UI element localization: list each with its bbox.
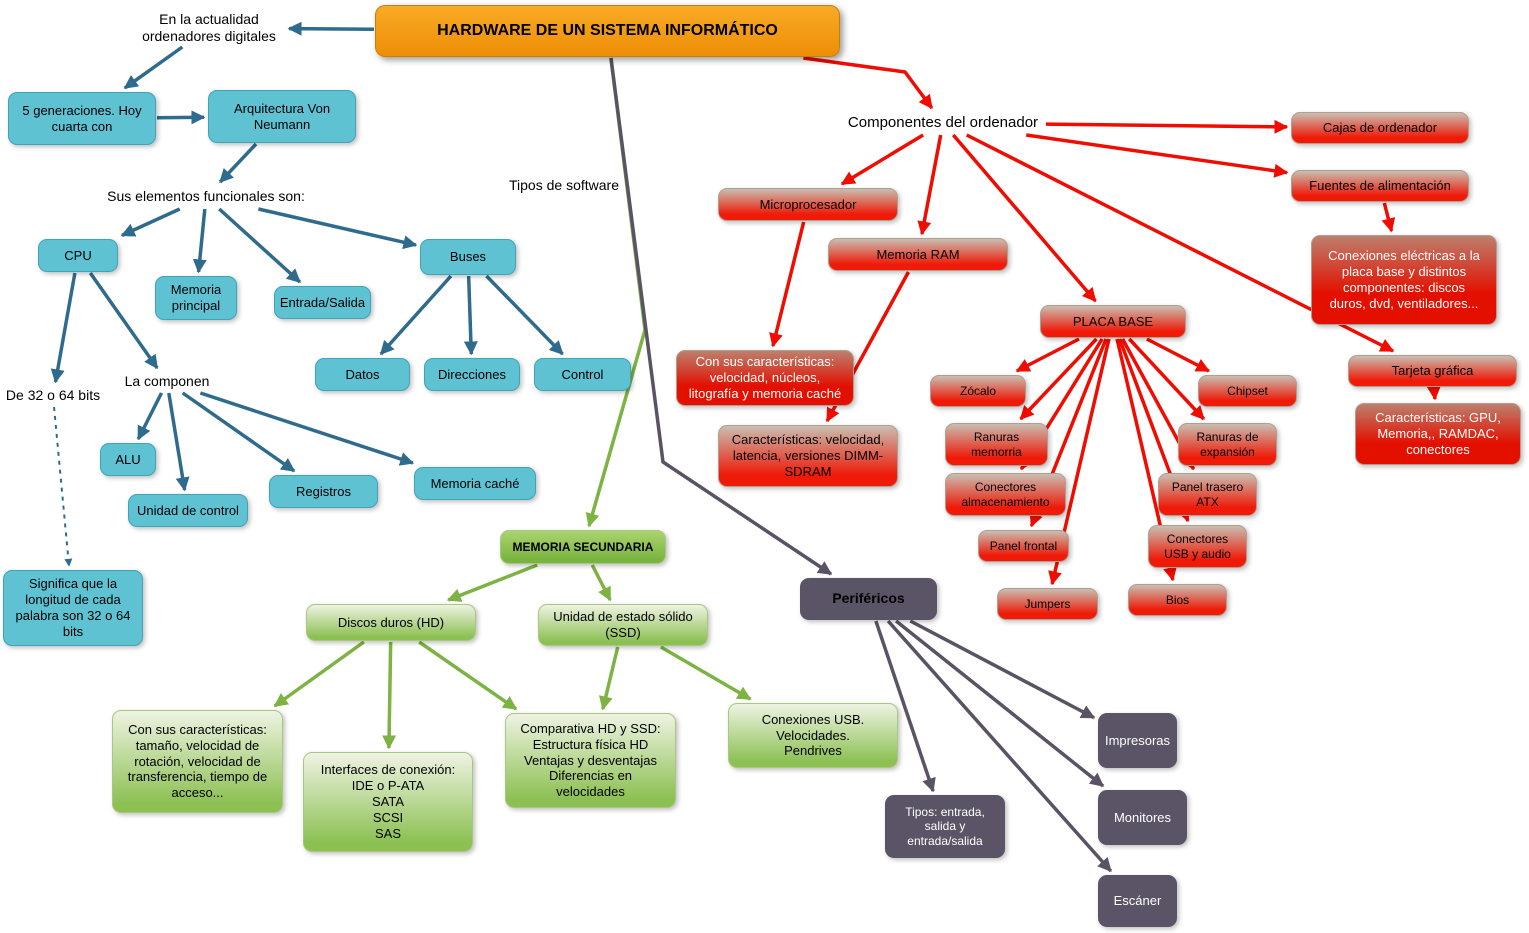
node-panel-trasero-atx[interactable]: Panel trasero ATX	[1158, 473, 1257, 516]
node-cajas-ordenador[interactable]: Cajas de ordenador	[1291, 112, 1469, 144]
node-direcciones[interactable]: Direcciones	[424, 358, 520, 391]
node-discos-duros[interactable]: Discos duros (HD)	[306, 604, 476, 641]
node-ranuras-memoria[interactable]: Ranuras memorria	[945, 423, 1048, 466]
node-ssd[interactable]: Unidad de estado sólido (SSD)	[538, 604, 708, 646]
node-registros[interactable]: Registros	[269, 475, 378, 508]
node-tarjeta-grafica[interactable]: Tarjeta gráfica	[1348, 355, 1517, 387]
node-chipset[interactable]: Chipset	[1198, 375, 1297, 407]
node-control[interactable]: Control	[534, 358, 631, 391]
node-bios[interactable]: Bios	[1128, 584, 1227, 616]
node-comparativa-hd-ssd[interactable]: Comparativa HD y SSD: Estructura física …	[505, 713, 676, 808]
node-memoria-cache[interactable]: Memoria caché	[414, 467, 536, 500]
node-escaner[interactable]: Escáner	[1098, 875, 1177, 927]
node-conexiones-electricas[interactable]: Conexiones eléctricas a la placa base y …	[1311, 235, 1497, 325]
node-memoria-secundaria[interactable]: MEMORIA SECUNDARIA	[500, 530, 666, 564]
node-entrada-salida[interactable]: Entrada/Salida	[274, 286, 371, 319]
node-memoria-ram[interactable]: Memoria RAM	[828, 238, 1008, 271]
node-conectores-usb-audio[interactable]: Conectores USB y audio	[1148, 525, 1247, 568]
node-alu[interactable]: ALU	[100, 443, 156, 476]
node-interfaces-conexion[interactable]: Interfaces de conexión: IDE o P-ATA SATA…	[303, 752, 473, 852]
node-datos[interactable]: Datos	[315, 358, 410, 391]
node-caracteristicas-ram[interactable]: Características: velocidad, latencia, ve…	[718, 425, 898, 487]
label-actualidad: En la actualidad ordenadores digitales	[142, 10, 276, 45]
node-perifericos[interactable]: Periféricos	[800, 578, 937, 620]
node-significado-32-64[interactable]: Significa que la longitud de cada palabr…	[3, 570, 143, 646]
node-impresoras[interactable]: Impresoras	[1098, 713, 1177, 768]
node-zocalo[interactable]: Zócalo	[930, 375, 1026, 407]
node-monitores[interactable]: Monitores	[1098, 790, 1187, 845]
node-unidad-de-control[interactable]: Unidad de control	[128, 494, 248, 527]
node-cpu[interactable]: CPU	[38, 239, 118, 272]
node-arquitectura-von-neumann[interactable]: Arquitectura Von Neumann	[208, 90, 356, 143]
node-caracteristicas-hd[interactable]: Con sus características: tamaño, velocid…	[112, 710, 283, 813]
node-ranuras-expansion[interactable]: Ranuras de expansión	[1178, 423, 1277, 466]
map-title-node[interactable]: HARDWARE DE UN SISTEMA INFORMÁTICO	[375, 5, 840, 57]
label-32-64-bits: De 32 o 64 bits	[5, 387, 101, 404]
node-caracteristicas-microprocesador[interactable]: Con sus características: velocidad, núcl…	[676, 350, 854, 406]
node-placa-base[interactable]: PLACA BASE	[1040, 305, 1186, 338]
node-jumpers[interactable]: Jumpers	[997, 588, 1098, 620]
node-memoria-principal[interactable]: Memoria principal	[155, 276, 237, 320]
node-fuentes-alimentacion[interactable]: Fuentes de alimentación	[1291, 170, 1469, 202]
label-elementos-funcionales: Sus elementos funcionales son:	[107, 188, 305, 205]
label-tipos-de-software: Tipos de software	[509, 177, 619, 194]
node-conectores-almacenamiento[interactable]: Conectores almacenamiento	[945, 473, 1066, 516]
label-la-componen: La componen	[124, 373, 210, 390]
node-panel-frontal[interactable]: Panel frontal	[978, 530, 1069, 562]
node-buses[interactable]: Buses	[420, 239, 516, 275]
node-caracteristicas-gpu[interactable]: Características: GPU, Memoria,, RAMDAC, …	[1355, 403, 1521, 465]
node-conexiones-usb-pendrives[interactable]: Conexiones USB. Velocidades. Pendrives	[728, 703, 898, 768]
label-componentes-ordenador: Componentes del ordenador	[847, 113, 1039, 131]
node-generaciones[interactable]: 5 generaciones. Hoy cuarta con	[8, 92, 156, 145]
node-microprocesador[interactable]: Microprocesador	[718, 188, 898, 221]
node-tipos-entrada-salida[interactable]: Tipos: entrada, salida y entrada/salida	[885, 795, 1005, 858]
